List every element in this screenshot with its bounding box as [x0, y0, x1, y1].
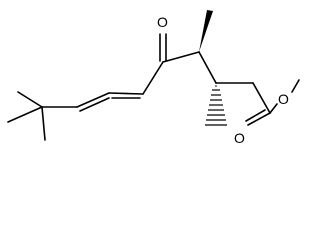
bond-ch2-to-ester-carbon — [252, 82, 271, 114]
ester-carbonyl-oxygen-label: O — [234, 130, 245, 146]
wedge-bond-c4-methyl — [199, 10, 213, 52]
bond-ch2-to-alkene — [76, 92, 110, 108]
bond-ester-c-to-o — [269, 103, 278, 114]
bond-tbu-methyl-top — [17, 91, 43, 108]
bond-ester-co-inner — [245, 109, 266, 122]
bond-ketone-to-stereocenter-4 — [162, 51, 200, 63]
hashed-bond-c3-methyl — [205, 85, 227, 126]
bond-tbu-methyl-left — [7, 106, 43, 123]
bond-tbu-methyl-bottom — [41, 106, 46, 141]
bond-o-to-methyl — [291, 79, 300, 93]
bond-alkene-double-inner — [79, 97, 110, 112]
ester-alkoxy-oxygen-label: O — [278, 91, 289, 107]
ketone-oxygen-label: O — [157, 14, 168, 30]
bond-alkene-to-ketone-carbon — [142, 61, 164, 95]
bond-c4-to-c3 — [198, 51, 217, 84]
bond-alkene-double-outer — [108, 92, 144, 95]
bond-ester-co-outer — [247, 112, 271, 126]
molecule-skeletal-structure: O O O — [7, 10, 300, 146]
